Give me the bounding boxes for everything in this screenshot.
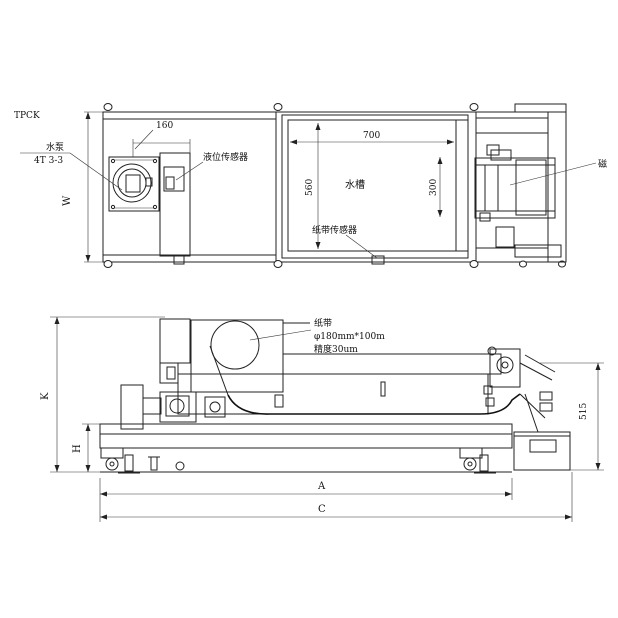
magnet-label: 磁	[598, 158, 607, 170]
level-sensor-box	[163, 166, 185, 192]
dim-h-label: H	[72, 444, 83, 453]
tank-label: 水槽	[345, 178, 365, 191]
paper-label: 纸带	[314, 317, 332, 329]
paper-sensor	[371, 255, 385, 265]
pump-spec: 4T 3-3	[34, 156, 63, 166]
level-sensor-label: 液位传感器	[203, 151, 248, 163]
mounting-holes	[103, 103, 566, 268]
discharge-unit	[483, 346, 556, 433]
dim-515-label: 515	[579, 403, 589, 420]
width-label: W	[62, 195, 73, 206]
dim-560: 560	[305, 179, 315, 196]
pump-assembly	[108, 156, 160, 212]
dim-a-label: A	[317, 481, 326, 492]
k-dimension: K	[40, 316, 165, 473]
dim-c: C	[99, 472, 573, 522]
dim-300: 300	[429, 179, 439, 196]
dim-700: 700	[363, 131, 380, 141]
dim-515: 515	[540, 362, 604, 471]
dim-a: A	[99, 478, 513, 500]
sludge-box	[513, 431, 571, 471]
model-label: TPCK	[14, 111, 40, 121]
dim-160: 160	[156, 121, 173, 131]
precision-label: 精度30um	[314, 343, 358, 355]
paper-spec: φ180mm*100m	[314, 332, 385, 342]
magnet-unit	[474, 103, 567, 263]
paper-roll-housing	[190, 319, 310, 396]
casters	[105, 454, 496, 474]
top-view: TPCK W	[14, 103, 607, 268]
paper-sensor-label: 纸带传感器	[312, 224, 357, 236]
width-dimension: W	[62, 111, 108, 263]
side-view: K H	[40, 316, 604, 522]
dim-c-label: C	[318, 504, 326, 515]
water-tank	[281, 114, 469, 259]
h-dimension: H	[72, 423, 100, 472]
dim-k-label: K	[40, 392, 51, 400]
pump-label: 水泵	[46, 141, 64, 153]
